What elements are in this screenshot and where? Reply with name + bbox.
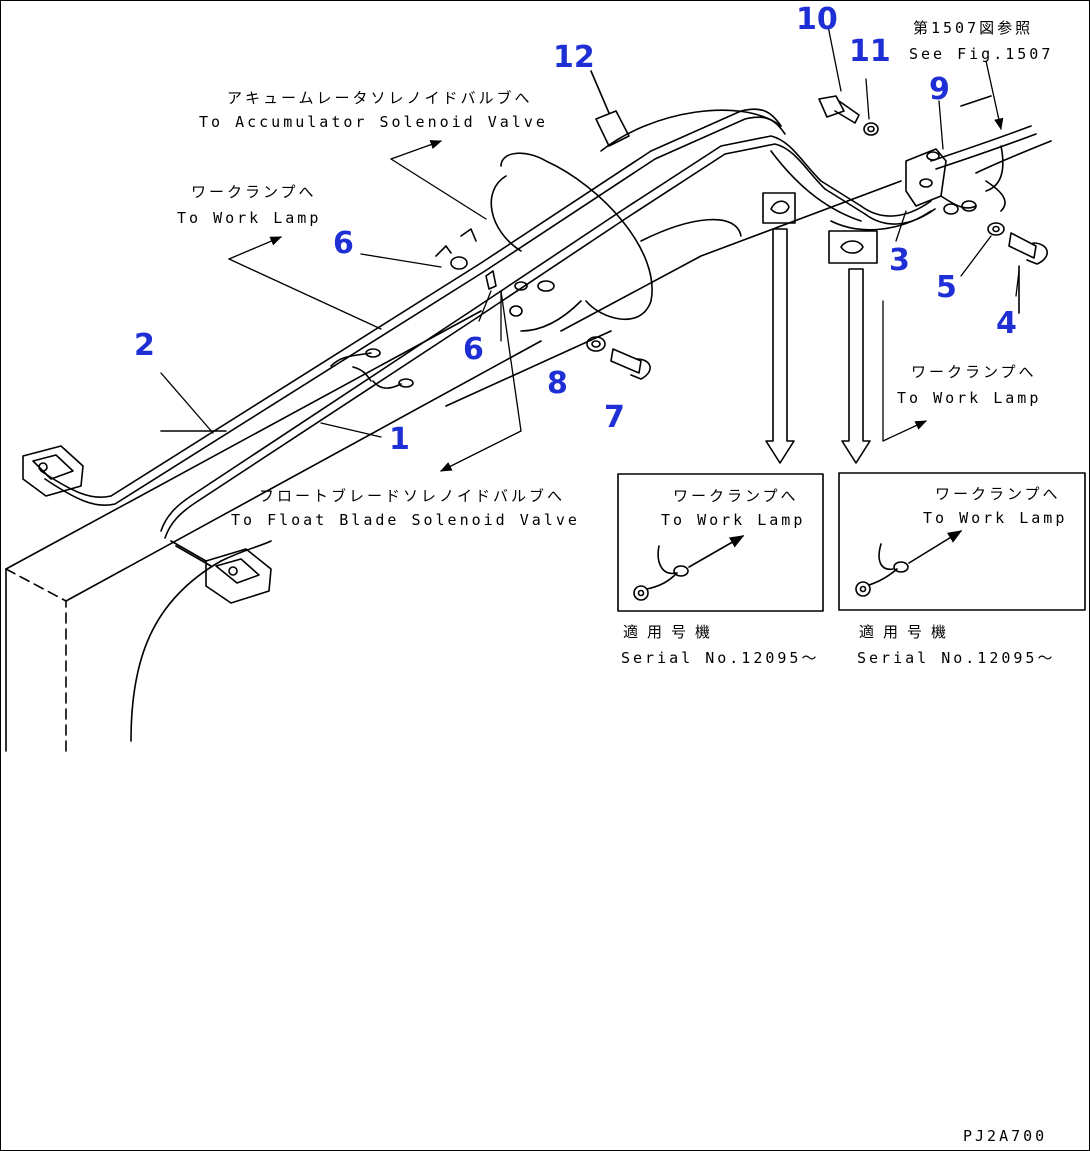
callout-6-lower: 6 [463, 332, 484, 367]
detail-marker-1 [762, 192, 796, 224]
float-blade-label-en: To Float Blade Solenoid Valve [231, 511, 580, 529]
work-lamp-label-right-en: To Work Lamp [897, 389, 1042, 407]
bracket-9 [905, 148, 977, 215]
harness-2 [40, 108, 786, 506]
label-arrows [228, 60, 1004, 472]
washer-8 [586, 336, 606, 352]
fig-ref-en: See Fig.1507 [909, 45, 1054, 63]
callout-10: 10 [796, 2, 838, 37]
accumulator-label-jp: アキュームレータソレノイドバルブへ [227, 89, 533, 107]
frame-body [5, 180, 902, 752]
inset-2-title-en: To Work Lamp [923, 509, 1068, 527]
inset-1-title-jp: ワークランプへ [673, 487, 799, 505]
harness-to-fig1507 [930, 95, 1052, 212]
inset-1-title-en: To Work Lamp [661, 511, 806, 529]
clamp-6-lower [485, 270, 555, 317]
work-lamp-label-left-en: To Work Lamp [177, 209, 322, 227]
down-arrow-2 [841, 268, 871, 464]
callout-9: 9 [929, 72, 950, 107]
callout-12: 12 [553, 40, 595, 75]
callout-2: 2 [134, 328, 155, 363]
callout-7: 7 [604, 400, 625, 435]
work-lamp-label-right-jp: ワークランプへ [911, 363, 1037, 381]
inset-box-2-frame [838, 472, 1086, 611]
detail-marker-2 [828, 230, 878, 264]
callout-1: 1 [389, 422, 410, 457]
inset-2-serial-jp: 適用号機 [859, 623, 956, 641]
inset-2-title-jp: ワークランプへ [935, 485, 1061, 503]
bolt-7 [610, 348, 651, 380]
inset-1-serial-en: Serial No.12095～ [621, 649, 820, 667]
down-arrow-1 [765, 228, 795, 464]
inset-box-1-frame [617, 473, 824, 612]
callout-6-upper: 6 [333, 226, 354, 261]
inset-2-serial-en: Serial No.12095～ [857, 649, 1056, 667]
clamp-6-upper [435, 228, 477, 270]
accumulator-label-en: To Accumulator Solenoid Valve [199, 113, 548, 131]
float-blade-label-jp: フロートブレードソレノイドバルブへ [259, 487, 566, 505]
callout-4: 4 [996, 306, 1017, 341]
pigtail-connectors [330, 348, 414, 389]
washer-11 [863, 122, 879, 136]
tag-12 [590, 70, 630, 147]
inset-1-serial-jp: 適用号機 [623, 623, 720, 641]
callout-8: 8 [547, 366, 568, 401]
connector-left-bottom [170, 540, 272, 604]
work-lamp-label-left-jp: ワークランプへ [191, 183, 317, 201]
bolt-10 [818, 95, 860, 124]
callout-3: 3 [889, 243, 910, 278]
callout-5: 5 [936, 270, 957, 305]
fig-ref-jp: 第1507図参照 [913, 19, 1034, 37]
connector-left-top [22, 445, 84, 497]
harness-1 [160, 135, 936, 539]
leader-lines [160, 25, 1020, 438]
washer-5 [987, 222, 1005, 236]
bolt-4 [1008, 232, 1048, 314]
drawing-code: PJ2A700 [963, 1127, 1048, 1145]
callout-11: 11 [849, 34, 891, 69]
